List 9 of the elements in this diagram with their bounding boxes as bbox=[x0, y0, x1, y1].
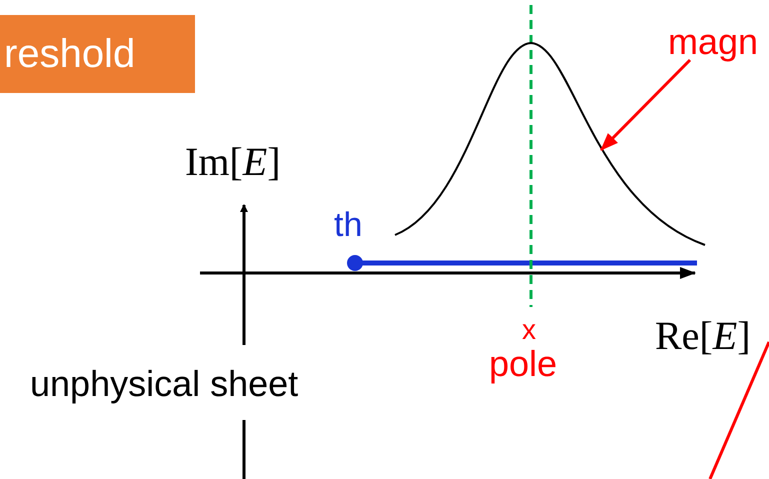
leader-arrow bbox=[600, 58, 692, 152]
pole-label: pole bbox=[489, 346, 558, 382]
pole-marker: x bbox=[522, 316, 536, 344]
threshold-label: th bbox=[334, 208, 362, 242]
title-box: reshold bbox=[0, 15, 195, 93]
axis-label: Im[E] bbox=[185, 142, 281, 182]
axis-label: Re[E] bbox=[655, 316, 751, 356]
annotation-text: magn bbox=[668, 24, 758, 60]
sheet-label: unphysical sheet bbox=[30, 366, 298, 402]
